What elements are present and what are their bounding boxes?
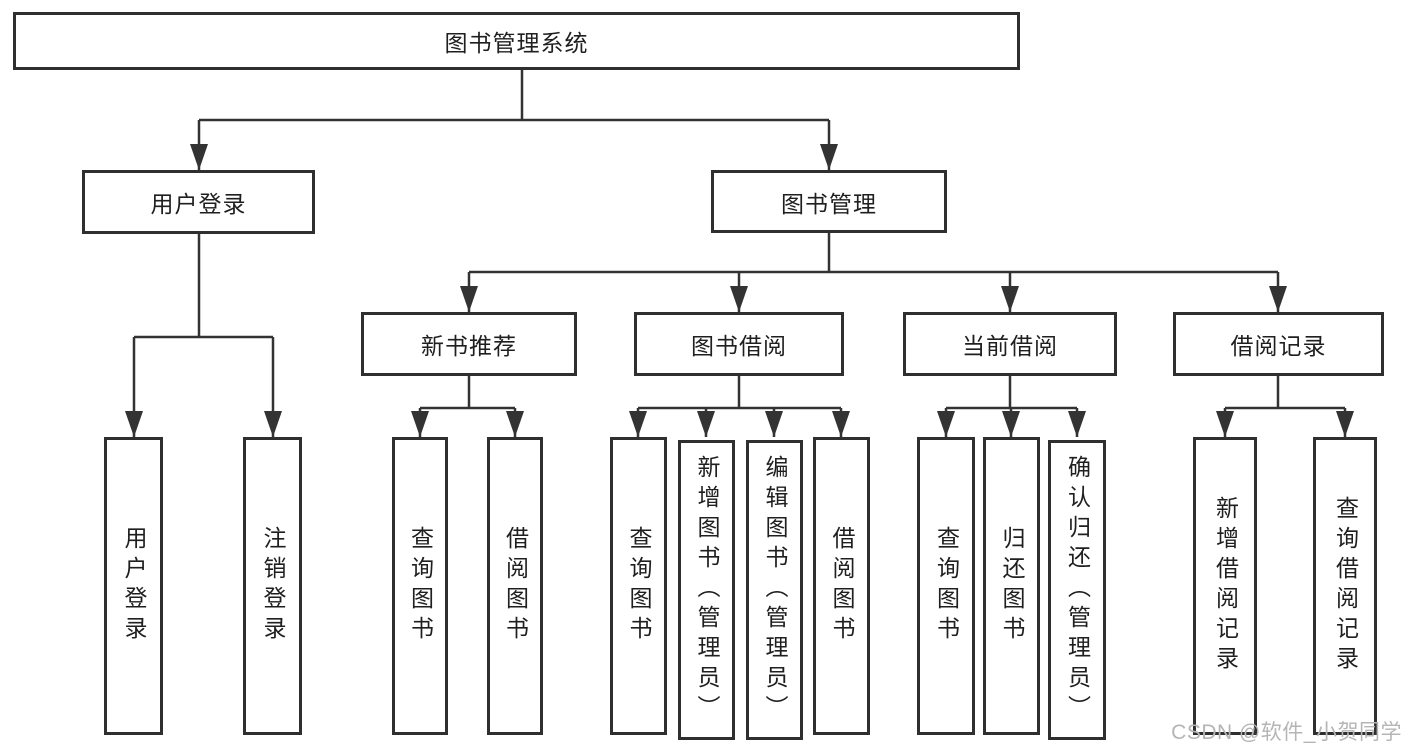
node-leaf-br-add-record: 新增借阅记录: [1193, 437, 1257, 735]
edges-current-borrow: [937, 376, 1086, 437]
node-leaf-cb-query-book: 查询图书: [917, 437, 975, 735]
node-user-login: 用户登录: [82, 170, 315, 234]
node-leaf-bb-query-book: 查询图书: [610, 437, 667, 735]
node-leaf-bb-add-book: 新增图书（管理员）: [678, 440, 735, 740]
edges-book-borrow: [629, 376, 850, 437]
node-leaf-cb-return-book: 归还图书: [983, 437, 1040, 735]
edges-borrow-record: [1216, 376, 1354, 437]
node-leaf-rec-query-book: 查询图书: [392, 437, 448, 735]
edges-user-login: [125, 234, 282, 437]
node-book-borrow: 图书借阅: [634, 312, 844, 376]
node-new-book-rec: 新书推荐: [361, 312, 577, 376]
node-leaf-login: 用户登录: [104, 437, 163, 735]
node-root: 图书管理系统: [13, 12, 1020, 70]
edges-new-book-rec: [411, 376, 524, 437]
node-leaf-cb-confirm-return: 确认归还（管理员）: [1048, 440, 1106, 740]
edges-root: [190, 70, 838, 170]
watermark: CSDN @软件_小贺同学: [1171, 721, 1402, 744]
node-book-mgmt: 图书管理: [711, 170, 947, 233]
node-borrow-record: 借阅记录: [1173, 312, 1384, 376]
node-leaf-logout: 注销登录: [243, 437, 302, 735]
node-leaf-bb-borrow-book: 借阅图书: [813, 437, 870, 735]
node-current-borrow: 当前借阅: [903, 312, 1117, 376]
node-leaf-rec-borrow-book: 借阅图书: [487, 437, 543, 735]
edges-book-mgmt: [460, 233, 1287, 312]
node-leaf-bb-edit-book: 编辑图书（管理员）: [746, 440, 803, 740]
node-leaf-br-query-record: 查询借阅记录: [1313, 437, 1377, 735]
